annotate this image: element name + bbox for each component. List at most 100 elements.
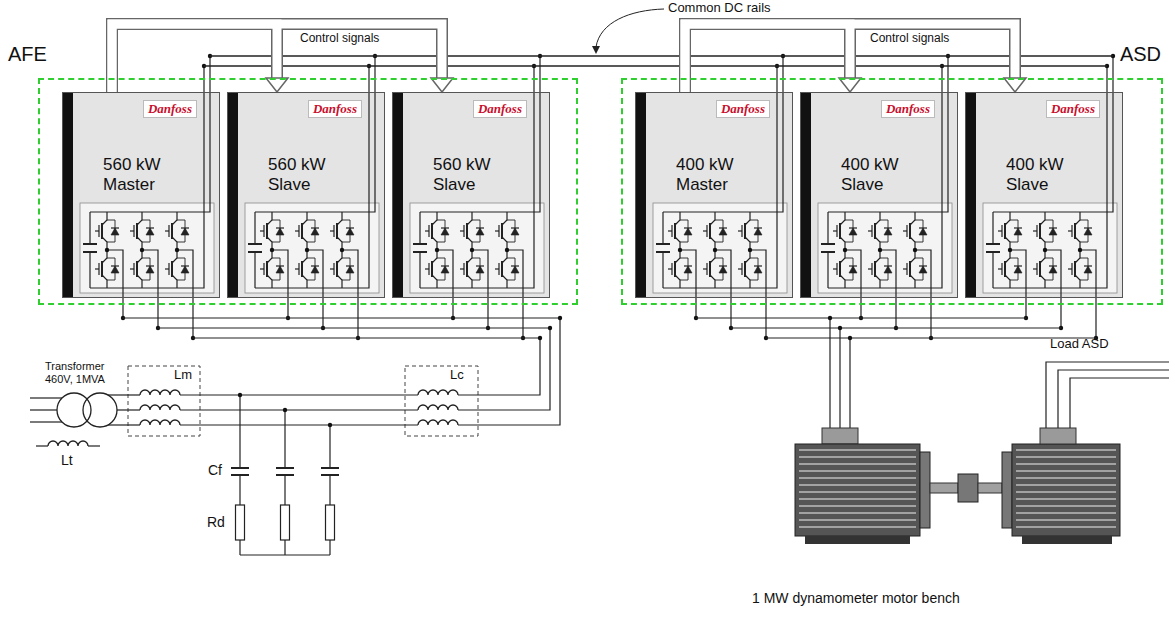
igbt-gate-lead xyxy=(95,230,99,231)
diode-symbol xyxy=(1084,228,1092,235)
igbt-emitter xyxy=(1040,275,1045,288)
igbt-channel xyxy=(1004,223,1006,239)
phase-output xyxy=(307,250,323,328)
diode-bar xyxy=(146,265,154,266)
drive-front-bar xyxy=(965,92,976,298)
motor-flange xyxy=(1002,452,1012,528)
igbt-emitter xyxy=(710,275,715,288)
igbt-channel xyxy=(909,223,911,239)
diagram-label: Load ASD xyxy=(1050,336,1109,351)
igbt-gate-lead xyxy=(460,230,464,231)
diode-bar xyxy=(346,265,354,266)
diode-symbol xyxy=(919,266,927,273)
igbt-channel xyxy=(171,223,173,239)
diode-bar xyxy=(684,227,692,228)
converter-group-region: AFEDanfoss560 kW MasterDanfoss560 kW Sla… xyxy=(38,78,578,305)
arrowhead-group xyxy=(266,78,1026,92)
igbt-emitter xyxy=(467,275,472,288)
capacitor-lead xyxy=(827,252,828,288)
igbt-channel xyxy=(336,261,338,277)
drive-rating: 400 kW Slave xyxy=(841,155,913,195)
brand-logo: Danfoss xyxy=(308,100,362,118)
diode-symbol xyxy=(476,266,484,273)
capacitor-plate xyxy=(413,243,427,245)
igbt-gate-lead xyxy=(738,268,742,269)
igbt-gate-lead xyxy=(495,230,499,231)
diode-bar xyxy=(1049,227,1057,228)
diode-bar xyxy=(919,227,927,228)
filter-lead xyxy=(239,395,240,468)
igbt-gate-lead xyxy=(460,268,464,269)
junction-dot xyxy=(1008,248,1012,252)
diode-symbol xyxy=(146,266,154,273)
igbt-emitter xyxy=(267,275,272,288)
igbt-gate-lead xyxy=(495,268,499,269)
igbt-gate-lead xyxy=(998,230,1002,231)
diode-symbol xyxy=(754,266,762,273)
igbt-gate-lead xyxy=(330,268,334,269)
igbt-channel xyxy=(301,223,303,239)
diode-symbol xyxy=(849,228,857,235)
phase-line xyxy=(108,394,140,395)
igbt-gate-lead xyxy=(95,268,99,269)
inductor-coil xyxy=(418,390,458,395)
junction-dot xyxy=(340,248,344,252)
phase-line xyxy=(108,424,140,425)
igbt-emitter xyxy=(875,275,880,288)
igbt-gate-lead xyxy=(165,230,169,231)
igbt-gate-lead xyxy=(703,268,707,269)
diode-symbol xyxy=(884,266,892,273)
power-stage-panel xyxy=(653,203,787,293)
igbt-gate-lead xyxy=(868,230,872,231)
diode-symbol xyxy=(111,228,119,235)
phase-output xyxy=(177,250,193,338)
filter-lead xyxy=(329,475,330,505)
phase-output xyxy=(1045,250,1061,328)
capacitor-plate xyxy=(986,243,1000,245)
diode-symbol xyxy=(1049,266,1057,273)
diode-symbol xyxy=(849,266,857,273)
diode-bar xyxy=(1084,265,1092,266)
junction-dot xyxy=(283,408,287,412)
igbt-gate-lead xyxy=(738,230,742,231)
dc-minus-drop xyxy=(420,66,534,288)
label-holder: Load ASD xyxy=(1050,336,1109,351)
grid-lead xyxy=(30,397,62,398)
text-holder: Danfoss xyxy=(308,99,362,118)
diode-bar xyxy=(684,265,692,266)
phase-output xyxy=(1080,250,1096,338)
label-holder: Lc xyxy=(450,367,464,382)
phase-line xyxy=(458,338,540,395)
transformer-winding xyxy=(57,393,91,427)
igbt-channel xyxy=(171,261,173,277)
phase-output xyxy=(272,250,288,318)
igbt-channel xyxy=(431,223,433,239)
diode-bar xyxy=(476,265,484,266)
cooling-fin xyxy=(799,470,916,472)
arrow-outline-group xyxy=(112,24,1015,92)
arrow-hollow xyxy=(112,24,442,92)
igbt-gate-lead xyxy=(833,268,837,269)
drive-housing xyxy=(227,92,385,298)
power-stage-panel xyxy=(80,203,214,293)
arrow-hollow-group xyxy=(112,24,1015,92)
capacitor-plate xyxy=(83,243,97,245)
igbt-channel xyxy=(466,261,468,277)
igbt-gate-lead xyxy=(130,230,134,231)
phase-output xyxy=(845,250,861,318)
group-title: ASD xyxy=(1120,42,1161,66)
drive-module-box: Danfoss400 kW Slave xyxy=(800,92,958,298)
cooling-fin xyxy=(1016,519,1116,521)
phase-output xyxy=(680,250,696,318)
igbt-gate-lead xyxy=(1033,230,1037,231)
motor-body xyxy=(1012,444,1120,536)
power-stage-panel xyxy=(410,203,544,293)
motor-shaft xyxy=(978,483,1002,493)
motor-feed xyxy=(839,328,840,428)
cooling-fin xyxy=(1016,498,1116,500)
diode-symbol xyxy=(719,228,727,235)
igbt-gate-lead xyxy=(295,268,299,269)
diode-symbol xyxy=(1014,228,1022,235)
drive-module-box: Danfoss560 kW Master xyxy=(62,92,220,298)
igbt-channel xyxy=(839,223,841,239)
